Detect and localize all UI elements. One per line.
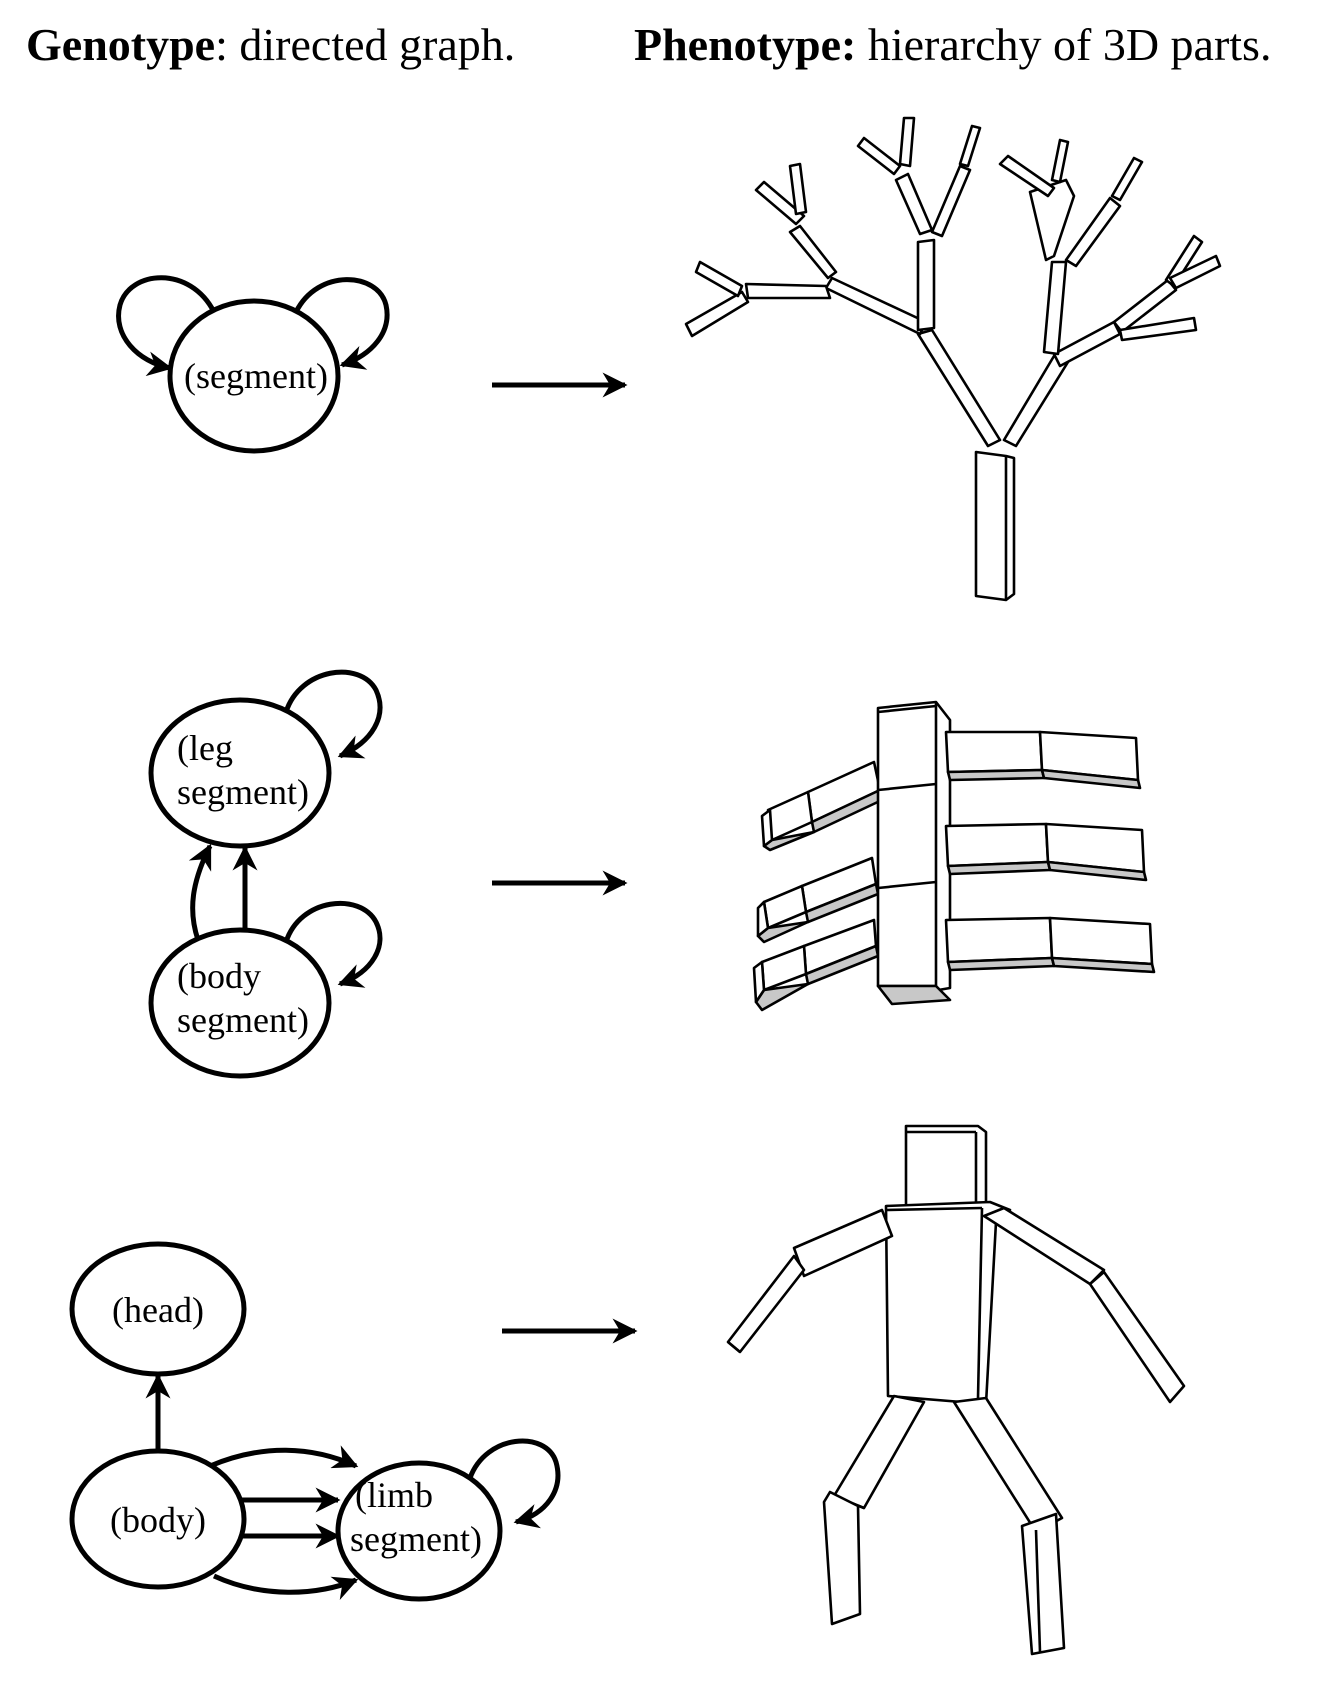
- edge-body-to-limb-4: [212, 1573, 359, 1600]
- node-label-leg-line1: (leg: [177, 728, 233, 768]
- phenotype-humanoid: [726, 1124, 1186, 1656]
- genotype-header-rest: : directed graph.: [215, 19, 516, 70]
- phenotype-header-rest: hierarchy of 3D parts.: [856, 19, 1272, 70]
- genotype-graph-segment: (segment): [116, 275, 390, 454]
- node-label-body-line2: segment): [177, 1000, 309, 1040]
- node-label-limb-line1: (limb: [355, 1475, 433, 1515]
- genotype-graph-head-body-limb: (head) (body) (limb segment): [69, 1241, 561, 1602]
- node-label-segment: (segment): [184, 356, 328, 396]
- phenotype-header: Phenotype: hierarchy of 3D parts.: [634, 18, 1271, 71]
- graph-node-body: [69, 1448, 247, 1590]
- self-loop-arrow-limb: [467, 1438, 561, 1529]
- phenotype-header-bold: Phenotype:: [634, 19, 857, 70]
- node-label-body-line1: (body: [177, 956, 261, 996]
- graph-node-body-segment: [148, 927, 332, 1079]
- phenotype-tree: [684, 116, 1222, 602]
- node-label-head: (head): [112, 1290, 204, 1330]
- self-loop-arrow-right: [293, 277, 390, 370]
- phenotype-centipede: [752, 700, 1156, 1012]
- edge-body-to-leg-curved: [188, 843, 213, 941]
- genotype-header-bold: Genotype: [26, 19, 216, 70]
- node-label-limb-line2: segment): [350, 1519, 482, 1559]
- edge-body-to-limb-1: [209, 1445, 359, 1469]
- self-loop-arrow-body: [283, 900, 383, 988]
- self-loop-arrow-leg: [283, 669, 383, 759]
- node-label-body: (body): [110, 1500, 206, 1540]
- self-loop-arrow-left: [116, 275, 217, 377]
- genotype-header: Genotype: directed graph.: [26, 18, 515, 71]
- genotype-graph-leg-body: (leg segment) (body segment): [148, 669, 383, 1079]
- node-label-leg-line2: segment): [177, 772, 309, 812]
